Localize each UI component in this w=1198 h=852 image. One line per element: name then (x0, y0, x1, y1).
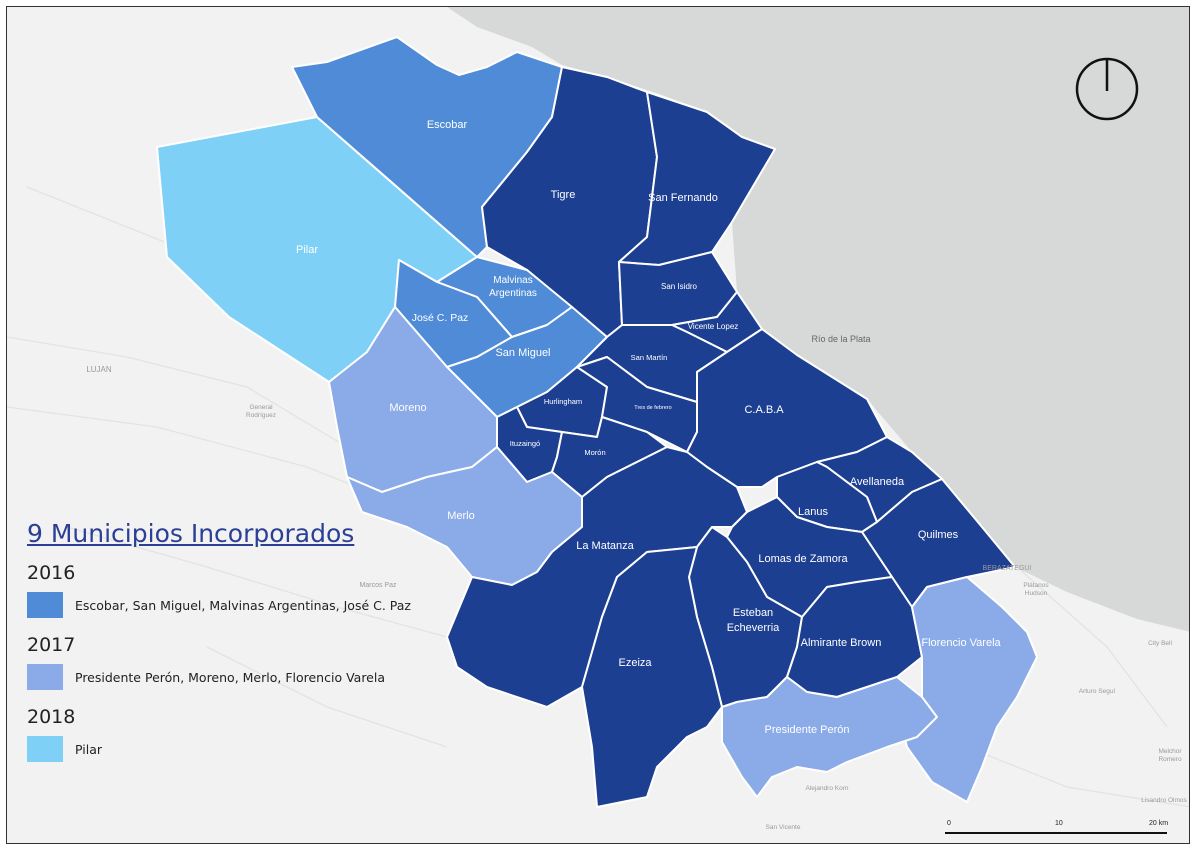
label-melchor-line1: Melchor (1158, 748, 1182, 755)
label-ituzaingo: Ituzaingó (510, 439, 540, 448)
municipalities (156, 36, 1038, 808)
legend-swatch-2017 (27, 664, 63, 690)
label-san-miguel: San Miguel (495, 347, 550, 359)
scale-tick-10: 10 (1055, 820, 1063, 827)
label-san-martin: San Martín (631, 353, 668, 362)
label-presidente-peron: Presidente Perón (765, 724, 850, 736)
label-esteban-line1: Esteban (733, 607, 773, 619)
label-caba: C.A.B.A (744, 404, 784, 416)
label-lujan: LUJAN (86, 365, 112, 374)
map-frame: Escobar Pilar Tigre San Fernando Malvina… (6, 6, 1190, 844)
label-city-bell: City Bell (1148, 640, 1172, 647)
label-quilmes: Quilmes (918, 529, 959, 541)
label-hurlingham: Hurlingham (544, 397, 582, 406)
label-almirante-brown: Almirante Brown (801, 637, 882, 649)
label-moreno: Moreno (389, 402, 426, 414)
legend-item-2017: Presidente Perón, Moreno, Merlo, Florenc… (27, 664, 447, 690)
scale-tick-0: 0 (947, 820, 951, 827)
label-platanos-line2: Hudson (1025, 590, 1048, 597)
region-ezeiza (581, 546, 723, 808)
legend-text-2016: Escobar, San Miguel, Malvinas Argentinas… (75, 597, 411, 613)
label-esteban-line2: Echeverria (727, 622, 780, 634)
label-jose-c-paz: José C. Paz (412, 312, 469, 324)
label-florencio-varela: Florencio Varela (921, 637, 1001, 649)
scale-tick-20: 20 km (1149, 820, 1168, 827)
scale-bar: 0 10 20 km (945, 820, 1168, 834)
legend-text-2017: Presidente Perón, Moreno, Merlo, Florenc… (75, 669, 386, 685)
label-lisandro-olmos: Lisandro Olmos (1141, 797, 1187, 804)
label-berazategui: BERAZATEGUI (983, 565, 1032, 572)
legend-year-2016: 2016 (27, 562, 76, 584)
label-la-matanza: La Matanza (576, 540, 634, 552)
label-escobar: Escobar (427, 119, 468, 131)
label-ezeiza: Ezeiza (618, 657, 652, 669)
label-lanus: Lanus (798, 506, 828, 518)
legend-item-2018: Pilar (27, 736, 447, 762)
legend-swatch-2016 (27, 592, 63, 618)
label-platanos-line1: Plátanos (1023, 582, 1049, 589)
municipality-labels: Escobar Pilar Tigre San Fernando Malvina… (296, 119, 1002, 736)
label-malvinas-line1: Malvinas (493, 275, 532, 286)
label-tres-de-febrero: Tres de febrero (634, 405, 671, 411)
label-marcos-paz: Marcos Paz (360, 582, 397, 589)
label-general-line2: Rodríguez (246, 412, 276, 419)
label-lomas-de-zamora: Lomas de Zamora (758, 553, 848, 565)
legend-item-2016: Escobar, San Miguel, Malvinas Argentinas… (27, 592, 447, 618)
region-caba (686, 328, 888, 488)
legend-year-2018: 2018 (27, 706, 76, 728)
label-moron: Morón (584, 448, 605, 457)
label-san-fernando: San Fernando (648, 192, 718, 204)
north-arrow-icon (1075, 57, 1139, 121)
legend-text-2018: Pilar (75, 741, 103, 757)
label-pilar: Pilar (296, 244, 318, 256)
water-rio-de-la-plata (447, 7, 1189, 632)
map-canvas: Escobar Pilar Tigre San Fernando Malvina… (7, 7, 1189, 843)
label-alejandro-korn: Alejandro Korn (806, 785, 849, 792)
legend: 9 Municipios Incorporados 2016 Escobar, … (27, 519, 447, 778)
legend-swatch-2018 (27, 736, 63, 762)
legend-title: 9 Municipios Incorporados (27, 519, 355, 548)
background-labels: Río de la Plata LUJAN General Rodríguez … (86, 334, 1187, 831)
label-melchor-line2: Romero (1158, 756, 1182, 763)
label-arturo-segui: Arturo Seguí (1079, 688, 1116, 695)
legend-year-2017: 2017 (27, 634, 76, 656)
label-tigre: Tigre (551, 189, 576, 201)
label-merlo: Merlo (447, 510, 475, 522)
label-rio-de-la-plata: Río de la Plata (811, 334, 870, 344)
label-malvinas-line2: Argentinas (489, 288, 537, 299)
label-san-vicente: San Vicente (766, 824, 801, 831)
label-vicente-lopez: Vicente Lopez (688, 322, 739, 331)
region-presidente-peron (721, 676, 938, 798)
label-avellaneda: Avellaneda (850, 476, 905, 488)
label-general-line1: General (249, 404, 273, 411)
roads (7, 186, 1189, 808)
label-san-isidro: San Isidro (661, 282, 698, 291)
